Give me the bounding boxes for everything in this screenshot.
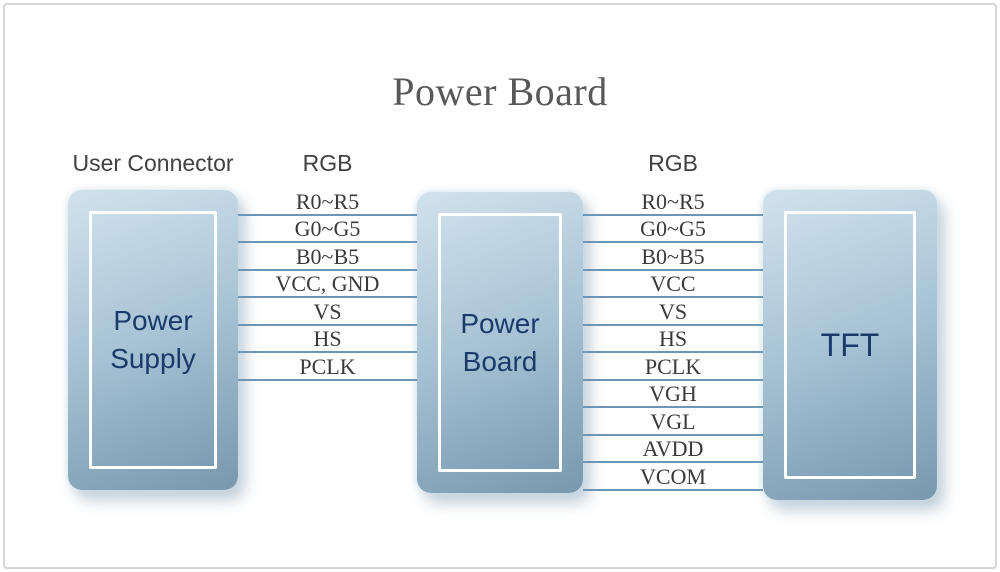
- signal-label: VGH: [649, 381, 697, 407]
- power-supply-node-inner: Power Supply: [89, 211, 217, 469]
- signal-label: R0~R5: [641, 188, 705, 214]
- signal-label: G0~G5: [294, 216, 361, 242]
- signal-row: R0~R5: [583, 188, 763, 216]
- power-board-node: Power Board: [417, 192, 583, 493]
- signal-label: VS: [313, 298, 342, 324]
- signal-row: VGH: [583, 381, 763, 409]
- signal-row: VGL: [583, 408, 763, 436]
- rgb-header-right: RGB: [648, 150, 698, 176]
- tft-node-inner: TFT: [784, 211, 916, 479]
- signal-label: VCC: [650, 271, 696, 297]
- signal-row: HS: [583, 326, 763, 354]
- power-board-node-inner: Power Board: [438, 213, 562, 472]
- signal-label: PCLK: [299, 353, 356, 379]
- signal-row: VS: [238, 298, 417, 326]
- diagram-title: Power Board: [392, 69, 608, 114]
- signal-row: HS: [238, 326, 417, 354]
- user-connector-header: User Connector: [72, 150, 234, 176]
- signal-label: VCC, GND: [275, 271, 380, 297]
- signal-row: AVDD: [583, 436, 763, 464]
- signal-label: AVDD: [642, 436, 704, 462]
- tft-node: TFT: [763, 190, 937, 500]
- signal-label: B0~B5: [641, 243, 705, 269]
- signal-label: VCOM: [639, 464, 706, 490]
- signal-label: B0~B5: [295, 243, 360, 269]
- signal-row: G0~G5: [583, 216, 763, 244]
- signal-label: VS: [658, 298, 688, 324]
- power-supply-node: Power Supply: [68, 190, 238, 490]
- signal-label: VGL: [650, 408, 696, 434]
- power-supply-label: Power Supply: [110, 305, 196, 374]
- signal-label: HS: [313, 326, 342, 352]
- signal-row: PCLK: [238, 353, 417, 381]
- signal-row: VCOM: [583, 463, 763, 492]
- signal-row: PCLK: [583, 353, 763, 381]
- signal-row: B0~B5: [583, 243, 763, 271]
- signal-row: VCC, GND: [238, 271, 417, 299]
- signal-label: HS: [658, 326, 688, 352]
- rgb-header-left: RGB: [302, 150, 353, 176]
- signal-row: VCC: [583, 271, 763, 299]
- signal-row: R0~R5: [238, 188, 417, 216]
- signal-row: G0~G5: [238, 216, 417, 244]
- signal-row: B0~B5: [238, 243, 417, 271]
- tft-label: TFT: [820, 327, 880, 363]
- signal-row: VS: [583, 298, 763, 326]
- signal-label: G0~G5: [640, 216, 706, 242]
- signal-label: R0~R5: [295, 188, 360, 214]
- signal-label: PCLK: [644, 353, 702, 379]
- power-board-label: Power Board: [460, 307, 540, 377]
